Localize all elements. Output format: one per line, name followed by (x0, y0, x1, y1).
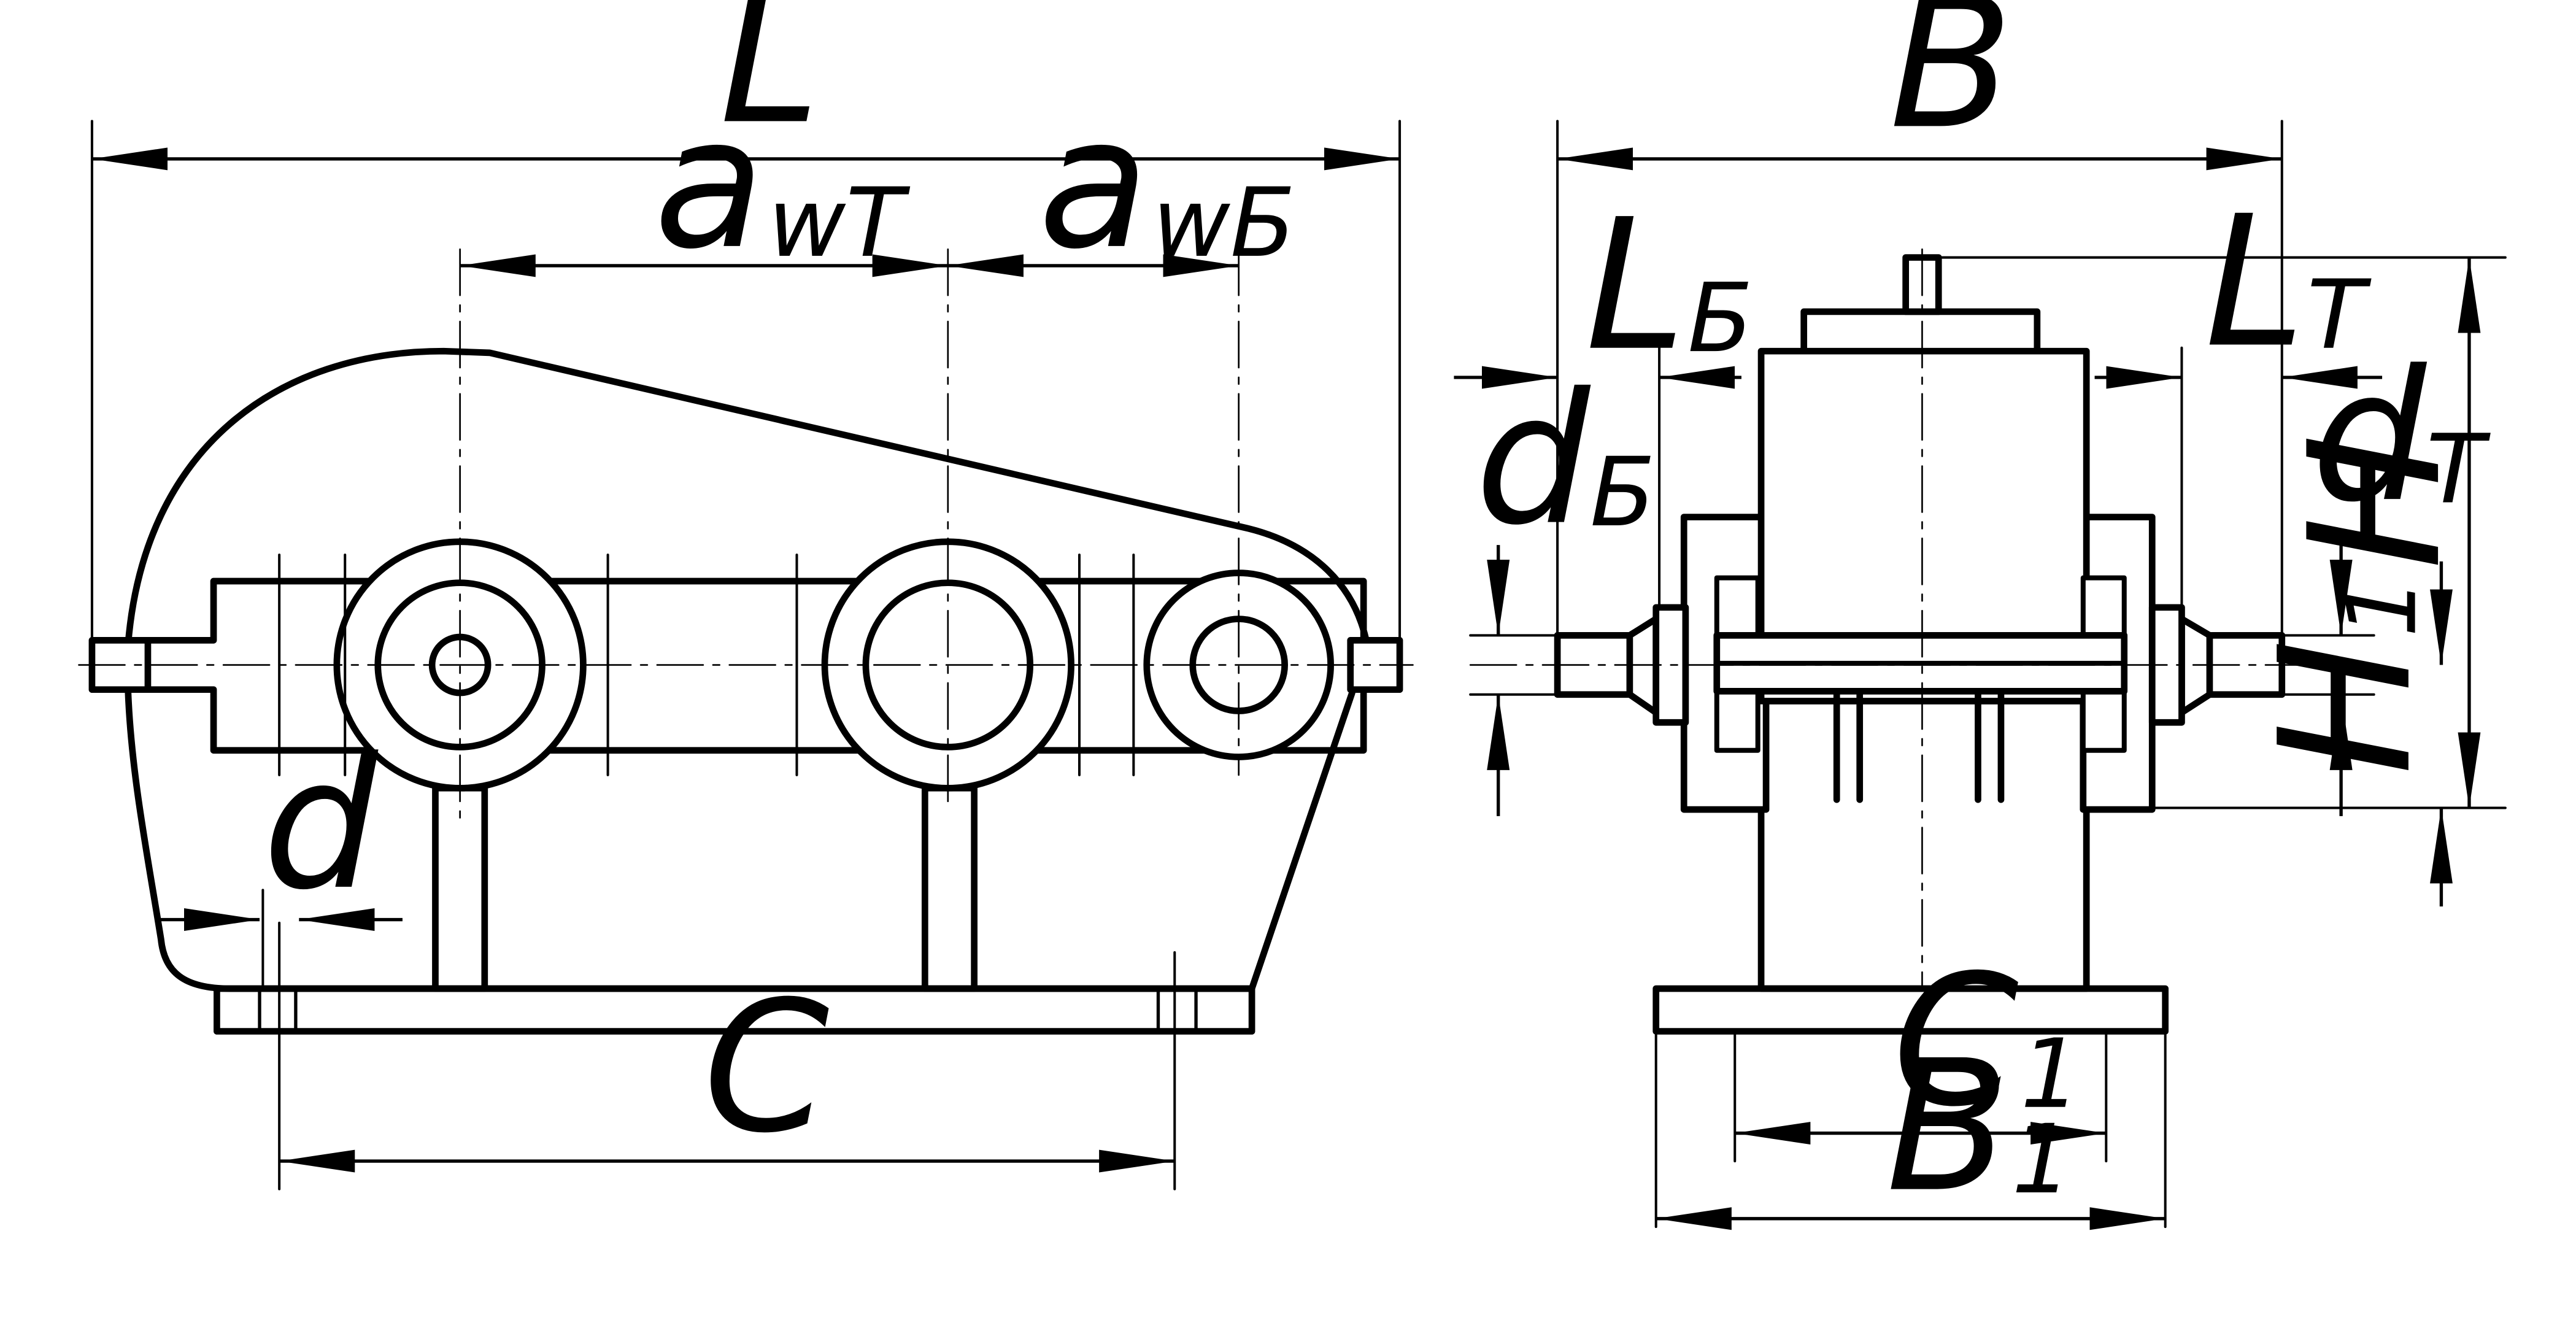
label-d: d (263, 720, 379, 930)
label-H: H (2271, 434, 2481, 569)
label-dB-sub: Б (1590, 437, 1656, 548)
front-view (78, 120, 1414, 1191)
side-view (1469, 120, 2507, 1229)
label-L: L (720, 0, 820, 164)
side-ribs (1833, 689, 2005, 803)
front-base-plate (214, 985, 1255, 1035)
rib-middle (921, 784, 978, 992)
front-extension-lines (90, 120, 1402, 1191)
label-C1: C1 (1892, 936, 2081, 1146)
label-C: C (703, 963, 830, 1173)
label-C1-base: C (1892, 936, 2019, 1146)
label-LB: LБ (1586, 181, 1753, 391)
label-LB-sub: Б (1687, 263, 1753, 374)
dimension-lines (91, 147, 2481, 1230)
label-awB-sub: wБ (1152, 168, 1296, 279)
label-LB-base: L (1586, 181, 1686, 391)
front-center-lines (78, 248, 1414, 825)
shaft-taper-right (2178, 616, 2213, 716)
label-LT-sub: T (2307, 260, 2372, 371)
label-dT: dT (2312, 332, 2491, 542)
label-LT-base: L (2205, 177, 2305, 387)
label-awT-sub: wT (768, 168, 910, 279)
label-B1-base: B (1886, 1022, 2010, 1232)
side-center-lines (1469, 248, 2375, 990)
label-awT: awT (654, 79, 911, 289)
label-H1: H1 (2242, 577, 2451, 775)
dimension-labels: L awT awБ d C B LБ LT dБ dT H H1 C1 (263, 0, 2491, 1232)
side-cover-top (1800, 308, 2041, 355)
housing-outline (125, 347, 1370, 992)
label-dB: dБ (1475, 355, 1655, 565)
label-LT: LT (2205, 177, 2372, 387)
label-B1: B1 (1886, 1022, 2073, 1232)
shaft-taper-left (1626, 616, 1660, 716)
label-dT-base: d (2312, 332, 2428, 542)
label-H1-base: H (2242, 639, 2451, 774)
label-C1-sub: 1 (2021, 1019, 2081, 1130)
label-awT-base: a (654, 79, 765, 289)
label-awB: awБ (1038, 79, 1295, 289)
label-H1-sub: 1 (2327, 577, 2438, 638)
label-B: B (1889, 0, 2013, 169)
label-dB-base: d (1475, 355, 1591, 565)
label-awB-base: a (1038, 79, 1149, 289)
label-dT-sub: T (2426, 414, 2491, 525)
label-B1-sub: 1 (2011, 1104, 2072, 1215)
foundation-holes (258, 987, 1198, 1033)
